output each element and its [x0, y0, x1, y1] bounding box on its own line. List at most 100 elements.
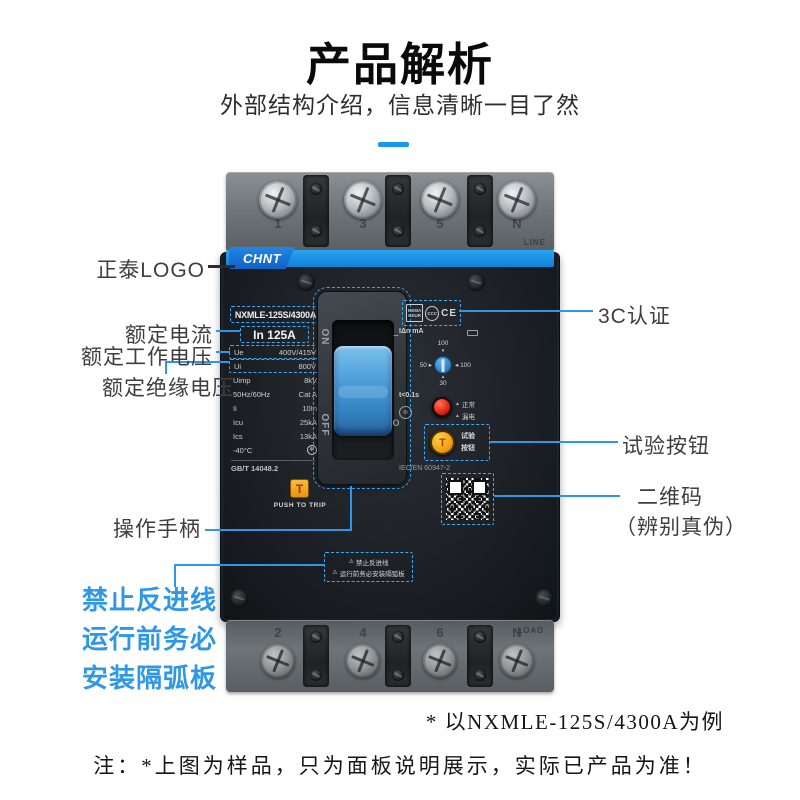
load-terminal-block: 2 4 6 N LOAD: [226, 620, 554, 692]
warning-line2: ⚠ 运行前务必安装隔弧板: [332, 568, 404, 578]
spec-key: Uimp: [233, 375, 251, 385]
terminal-number: 4: [359, 625, 367, 640]
terminal-screw-icon: [421, 181, 459, 219]
handle-on-mark: –: [393, 330, 399, 341]
terminal-screw-icon: [423, 644, 457, 678]
spec-value: 400V/415V: [278, 347, 316, 357]
callout-line-insulation-v: [165, 361, 167, 374]
snowflake-icon: ❄: [307, 445, 317, 455]
terminal-number: 2: [274, 625, 282, 640]
callout-line-working-voltage: [216, 351, 230, 353]
spec-row-ui: Ui 800V: [229, 359, 321, 373]
indicator-leak-label: 漏电: [461, 414, 475, 421]
test-caption-line2: 按钮: [461, 445, 475, 452]
small-screw-icon: [474, 183, 486, 195]
warning-line1: ⚠ 禁止反进线: [349, 557, 389, 567]
model-plate: NXMLE-125S/4300A: [230, 306, 321, 323]
callout-qr-code: 二维码: [637, 486, 703, 509]
test-button: T: [430, 430, 455, 455]
callout-test-button: 试验按钮: [622, 435, 710, 458]
terminal-separator: [303, 625, 329, 687]
dial-bottom-value: 30: [439, 380, 447, 387]
warning-text1: 禁止反进线: [355, 559, 389, 567]
body-screw-icon: [297, 273, 315, 291]
qr-code-frame: [441, 473, 494, 525]
terminal-screw-icon: [498, 181, 536, 219]
kema-line1: KEMA: [408, 307, 422, 313]
indicator-symbol-icon: ▲: [455, 401, 460, 407]
spec-key: Ui: [234, 361, 242, 371]
warning-slogan: 禁止反进线 运行前务必 安装隔弧板: [82, 581, 217, 698]
callout-line-ccc: [459, 310, 593, 312]
small-screw-icon: [310, 669, 322, 681]
standard-gbt: GB/T 14048.2: [231, 464, 279, 473]
callout-line-warning-v: [174, 564, 176, 587]
warning-triangle-icon: ⚠: [332, 570, 338, 576]
qr-code: [446, 478, 489, 520]
small-screw-icon: [474, 669, 486, 681]
chint-logo: CHNT: [229, 247, 295, 269]
terminal-number: 5: [436, 216, 444, 231]
callout-rated-insulation-voltage: 额定绝缘电压: [102, 377, 234, 400]
spec-value: Cat A: [298, 389, 317, 399]
trip-time-label: t<0.1s: [399, 392, 420, 399]
callout-line-test-button: [489, 441, 618, 443]
warning-triangle-icon: ⚠: [348, 559, 354, 565]
body-screw-icon: [230, 589, 248, 607]
callout-brand-logo: 正泰LOGO: [96, 259, 205, 282]
spec-value: 13kA: [299, 431, 317, 441]
ccc-mark-icon: CCC: [425, 305, 440, 321]
terminal-number: 1: [274, 216, 282, 231]
indicator-normal: ▲ 正常: [455, 399, 489, 409]
terminal-number: N: [512, 216, 522, 231]
residual-current-title: IΔn mA: [399, 328, 424, 335]
callout-line-handle-v: [350, 486, 352, 531]
callout-line-warning-h: [174, 564, 325, 566]
spec-row-temp: -40°C ❄: [229, 443, 321, 457]
small-screw-icon: [392, 225, 404, 237]
small-screw-icon: [392, 669, 404, 681]
kema-line2: KEUR: [408, 313, 422, 318]
callout-line-rated-current: [216, 330, 240, 332]
slogan-line2: 运行前务必: [82, 624, 218, 654]
callout-rated-working-voltage: 额定工作电压: [81, 346, 213, 369]
handle-off-mark: O: [392, 418, 400, 428]
line-terminal-block: 1 3 5 N LINE: [226, 172, 554, 252]
round-certification-icon: ⊛: [399, 406, 412, 419]
spec-value: 10In: [302, 403, 317, 413]
page-subtitle: 外部结构介绍，信息清晰一目了然: [220, 92, 580, 118]
warning-plate: ⚠ 禁止反进线 ⚠ 运行前务必安装隔弧板: [324, 552, 413, 582]
spec-value: 8kV: [304, 375, 317, 385]
terminal-number: 6: [436, 625, 444, 640]
slogan-line1: 禁止反进线: [82, 585, 218, 615]
small-screw-icon: [310, 183, 322, 195]
callout-qr-code-sub: （辨别真伪）: [615, 516, 747, 539]
title-accent-bar: [378, 142, 409, 147]
test-caption-line1: 试验: [461, 433, 475, 440]
spec-key: -40°C: [233, 445, 253, 455]
terminal-separator: [303, 175, 329, 247]
callout-rated-current: 额定电流: [125, 324, 213, 347]
small-screw-icon: [310, 225, 322, 237]
slogan-line3: 安装隔弧板: [82, 663, 218, 693]
terminal-screw-icon: [261, 644, 295, 678]
line-side-label: LINE: [523, 238, 546, 247]
spec-key: Ue: [234, 347, 244, 357]
terminal-screw-icon: [344, 181, 382, 219]
dial-bottom-arrow-icon: ▴: [441, 374, 445, 380]
handle-off-label: OFF: [319, 413, 331, 437]
indicator-symbol-icon: ▲: [455, 413, 460, 419]
small-screw-icon: [474, 225, 486, 237]
page-title: 产品解析: [305, 39, 494, 90]
footnote-example: * 以NXMLE-125S/4300A为例: [425, 710, 724, 734]
terminal-number: 3: [359, 216, 367, 231]
spec-value: 800V: [298, 361, 316, 371]
push-to-trip-label: PUSH TO TRIP: [273, 502, 327, 509]
small-screw-icon: [310, 631, 322, 643]
brand-stripe: [226, 250, 554, 267]
handle-grip: [334, 346, 392, 436]
test-button-group: T 试验 按钮: [424, 424, 490, 461]
